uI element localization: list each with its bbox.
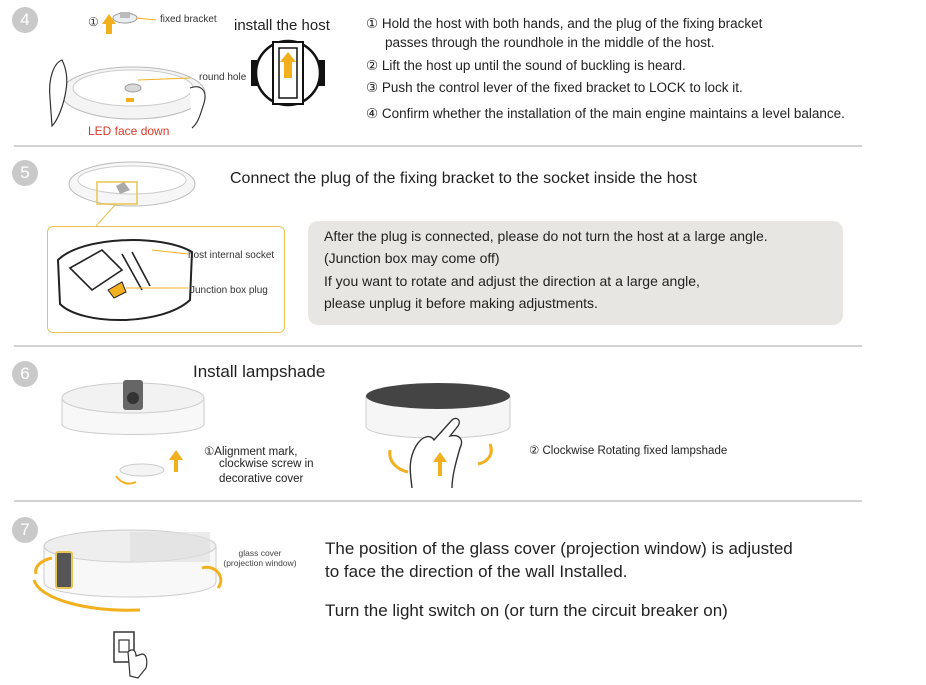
sub-number-1: ① <box>88 15 99 29</box>
lampshade-alignment-illustration <box>61 380 205 485</box>
label-junction-box-plug: Junction box plug <box>190 285 268 296</box>
step-4-instruction-3: ③ Push the control lever of the fixed br… <box>366 80 743 95</box>
light-switch-icon <box>113 631 148 679</box>
host-top-illustration <box>68 161 196 227</box>
label-glass-cover-line1: glass cover <box>238 548 282 558</box>
step-7-text-3: Turn the light switch on (or turn the ci… <box>325 601 728 620</box>
step-6-badge: 6 <box>12 361 38 387</box>
step-7-text-2: to face the direction of the wall Instal… <box>325 562 628 581</box>
caption-alignment-2: clockwise screw in <box>219 458 314 470</box>
step-4-instruction-4: ④ Confirm whether the installation of th… <box>366 106 845 121</box>
note-line-4: please unplug it before making adjustmen… <box>324 295 598 311</box>
step-4-instruction-1b: passes through the roundhole in the midd… <box>385 35 715 50</box>
note-line-1: After the plug is connected, please do n… <box>324 228 768 244</box>
label-host-internal-socket: host internal socket <box>188 250 275 261</box>
step-4-instruction-1: ① Hold the host with both hands, and the… <box>366 16 763 31</box>
divider-1 <box>14 145 862 147</box>
caption-alignment-1: ①Alignment mark, <box>204 446 298 458</box>
label-glass-cover-line2: (projection window) <box>223 558 297 568</box>
label-led-face-down: LED face down <box>88 124 170 138</box>
step-4-instruction-2: ② Lift the host up until the sound of bu… <box>366 58 686 73</box>
caution-note-box: After the plug is connected, please do n… <box>308 221 843 325</box>
note-line-3: If you want to rotate and adjust the dir… <box>324 273 700 289</box>
label-glass-cover: glass cover (projection window) <box>218 548 302 568</box>
step-4-title: install the host <box>234 17 330 34</box>
label-round-hole: round hole <box>199 72 247 83</box>
divider-3 <box>14 500 862 502</box>
lampshade-rotate-illustration <box>365 383 511 489</box>
note-line-2: (Junction box may come off) <box>324 250 500 266</box>
step-5-title: Connect the plug of the fixing bracket t… <box>230 170 697 187</box>
step-4-badge: 4 <box>12 7 38 33</box>
step-6-title: Install lampshade <box>193 362 326 381</box>
caption-alignment-3: decorative cover <box>219 473 304 485</box>
step-7-badge: 7 <box>12 517 38 543</box>
divider-2 <box>14 345 862 347</box>
step-5-badge: 5 <box>12 160 38 186</box>
step-7-text-1: The position of the glass cover (project… <box>325 539 793 558</box>
label-fixed-bracket: fixed bracket <box>160 14 217 25</box>
socket-detail-illustration <box>56 239 194 322</box>
lock-bracket-icon <box>251 39 325 107</box>
caption-rotate: ② Clockwise Rotating fixed lampshade <box>529 445 728 457</box>
host-install-illustration <box>49 12 206 129</box>
glass-cover-illustration <box>32 529 223 612</box>
